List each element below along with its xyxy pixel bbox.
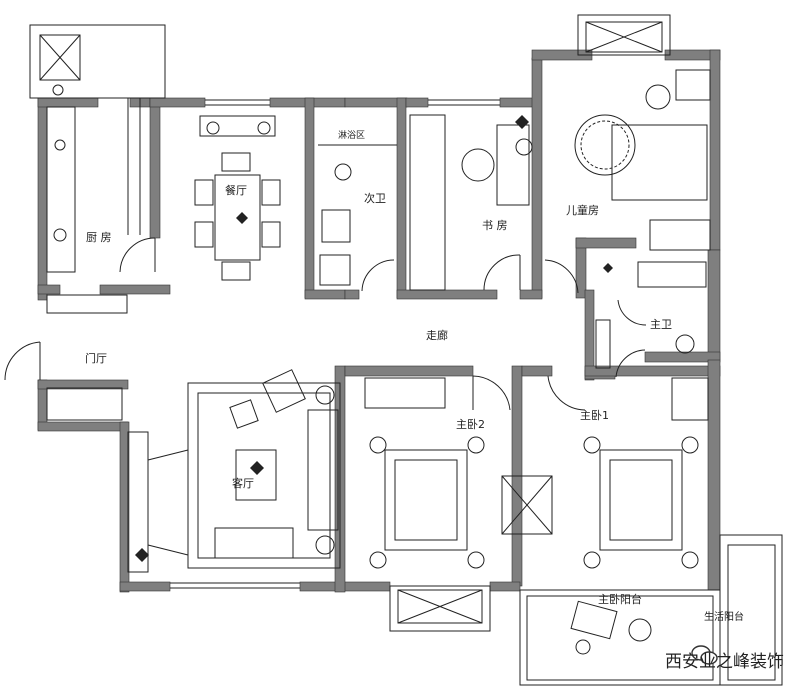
room-label-living: 客厅 bbox=[232, 477, 254, 490]
plant-icons bbox=[135, 115, 613, 562]
room-label-dining: 餐厅 bbox=[225, 184, 247, 197]
room-label-kitchen: 厨 房 bbox=[86, 231, 112, 244]
room-label-second-bath: 次卫 bbox=[364, 192, 386, 205]
room-label-master1: 主卧1 bbox=[580, 409, 609, 422]
room-label-study: 书 房 bbox=[482, 219, 508, 232]
fixtures bbox=[52, 84, 699, 655]
thin-lines bbox=[4, 14, 783, 686]
room-label-master2: 主卧2 bbox=[456, 418, 485, 431]
room-label-service-balcony: 生活阳台 bbox=[704, 612, 744, 623]
wechat-icon bbox=[691, 645, 718, 665]
room-label-foyer: 门厅 bbox=[85, 352, 107, 365]
room-label-master-balcony: 主卧阳台 bbox=[598, 593, 642, 606]
room-label-master-bath: 主卫 bbox=[650, 318, 672, 331]
room-label-kids-room: 儿童房 bbox=[566, 204, 599, 217]
room-label-shower: 淋浴区 bbox=[338, 131, 366, 141]
watermark-text: 西安业之峰装饰 bbox=[665, 652, 784, 672]
room-label-corridor: 走廊 bbox=[426, 329, 448, 342]
